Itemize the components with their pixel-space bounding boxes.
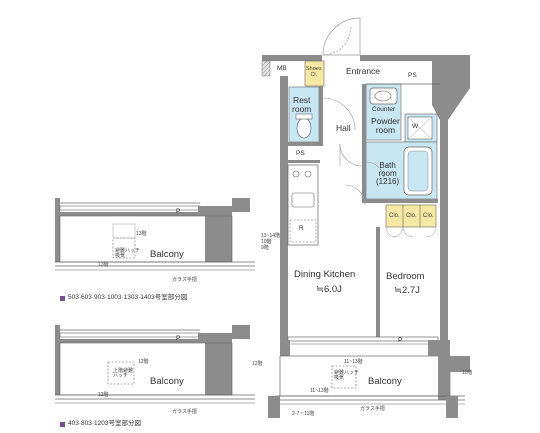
wall-right-column xyxy=(432,55,470,340)
ps-left-label: PS xyxy=(296,150,305,157)
variant-2-balcony-label: Balcony xyxy=(150,376,184,387)
refrigerator-label: R xyxy=(299,225,304,232)
variant-1-balcony-label: Balcony xyxy=(150,249,184,260)
variant-1-rail-note: ガラス手摺 xyxy=(172,277,197,283)
variant-2-floor-note-b: 12階 xyxy=(252,361,263,367)
variant-2-p-label: P xyxy=(176,335,181,342)
rest-room-label: Rest room xyxy=(292,95,312,114)
main-floor-note-2: 11階 xyxy=(462,370,473,376)
counter-label: Counter xyxy=(372,106,396,113)
dining-kitchen-size: ≒6.0J xyxy=(316,284,342,295)
variant-2-plan xyxy=(55,325,255,404)
variant-1-floor-note-e: 13階 xyxy=(98,262,109,268)
powder-room-label: Powder room xyxy=(371,116,400,135)
variant-2-hatch-note: 上階避難 ハッチ xyxy=(113,368,134,379)
main-floor-note-3: 11~13階 xyxy=(310,388,329,394)
variant-1-floor-note-a: 13階 xyxy=(136,231,147,237)
main-floor-note-4: 2-7・11階 xyxy=(292,411,315,417)
closet-area xyxy=(385,204,437,228)
variant-1-floor-note-d: 9階 xyxy=(261,245,269,251)
caption-square-icon xyxy=(60,421,65,427)
main-balcony-label: Balcony xyxy=(368,376,402,387)
bath-room-label: Bath room (1216) xyxy=(376,161,400,186)
closet-label-2: Clo. xyxy=(406,213,417,219)
dining-kitchen-label: Dining Kitchen xyxy=(294,269,356,280)
shoes-closet-label: Shoes Cl. xyxy=(306,66,322,78)
variant-1-floor-note-c: 10階 xyxy=(261,239,272,245)
variant-2-floor-note-a: 12階 xyxy=(138,359,149,365)
washer-label: W xyxy=(412,123,419,130)
wall-left xyxy=(280,76,288,340)
mb-label: MB xyxy=(277,65,287,72)
shoes-closet-area xyxy=(304,60,325,87)
main-floor-note-1: 11~13階 xyxy=(344,359,363,365)
variant-1-plan xyxy=(55,198,255,271)
hall-label: Hall xyxy=(336,123,351,133)
bedroom-size: ≒2.7J xyxy=(394,285,420,296)
main-p-label: P xyxy=(398,337,403,344)
closet-label-3: Clo. xyxy=(423,213,434,219)
caption-square-icon xyxy=(60,295,65,301)
variant-1-caption: 503·603·903·1003·1303·1403号室部分図 xyxy=(60,294,188,302)
main-rail-note: ガラス手摺 xyxy=(360,406,385,412)
variant-1-floor-note-b: 13~14階 xyxy=(261,233,281,239)
variant-2-caption-text: 403·803·1203号室部分図 xyxy=(68,420,141,427)
closet-label-1: Clo. xyxy=(389,213,400,219)
variant-2-caption: 403·803·1203号室部分図 xyxy=(60,420,141,428)
variant-1-hatch-note: 避難ハッチ 吸気 xyxy=(115,248,141,259)
variant-2-floor-note-c: 12階 xyxy=(98,392,109,398)
main-hatch-note: 避難ハッチ 吸気 xyxy=(334,370,360,381)
main-plan xyxy=(261,17,470,418)
wall-top-right xyxy=(360,55,450,61)
ps-top-label: PS xyxy=(408,72,417,79)
entrance-label: Entrance xyxy=(346,66,381,76)
variant-1-caption-text: 503·603·903·1003·1303·1403号室部分図 xyxy=(68,294,188,301)
variant-2-rail-note: ガラス手摺 xyxy=(172,409,197,415)
wall-top-left xyxy=(262,55,322,61)
bedroom-label: Bedroom xyxy=(386,271,425,282)
variant-1-p-label: P xyxy=(176,208,181,215)
